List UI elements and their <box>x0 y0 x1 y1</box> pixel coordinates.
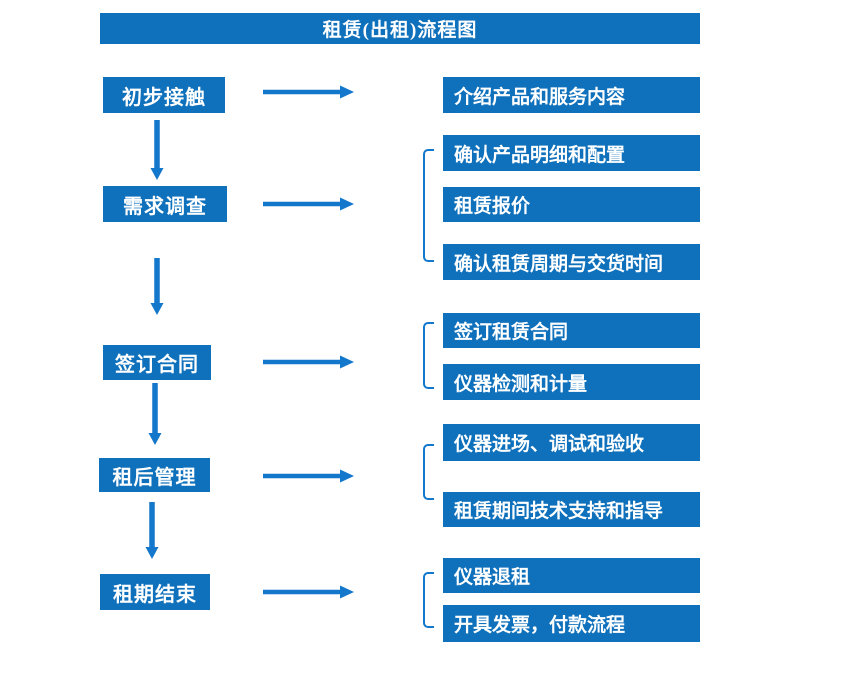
detail-label: 租赁报价 <box>454 196 531 217</box>
step-label: 需求调查 <box>123 195 207 218</box>
detail-box: 仪器检测和计量 <box>443 364 700 400</box>
flowchart-title-bar: 租赁(出租)流程图 <box>100 13 700 44</box>
right-arrow-2 <box>263 196 354 212</box>
detail-label: 租赁期间技术支持和指导 <box>454 501 664 522</box>
detail-box: 签订租赁合同 <box>443 313 700 348</box>
group-bracket-sign-contract <box>423 322 434 389</box>
step-label: 租期结束 <box>113 583 197 606</box>
flowchart-title-text: 租赁(出租)流程图 <box>322 20 478 41</box>
step-box-rental-end: 租期结束 <box>100 574 210 610</box>
step-box-initial-contact: 初步接触 <box>103 77 225 113</box>
group-bracket-post-rental <box>423 444 434 500</box>
detail-label: 开具发票，付款流程 <box>454 615 626 636</box>
detail-label: 介绍产品和服务内容 <box>454 86 626 108</box>
step-box-post-rental-management: 租后管理 <box>99 458 210 492</box>
down-arrow-2 <box>150 258 164 315</box>
detail-box: 开具发票，付款流程 <box>443 605 700 642</box>
step-label: 租后管理 <box>112 466 197 489</box>
detail-label: 仪器检测和计量 <box>454 373 588 395</box>
right-arrow-5 <box>263 584 354 600</box>
detail-box: 租赁报价 <box>443 187 700 222</box>
right-arrow-3 <box>263 354 354 370</box>
down-arrow-1 <box>150 120 164 180</box>
detail-box: 仪器进场、调试和验收 <box>443 424 700 461</box>
detail-label: 签订租赁合同 <box>454 322 569 343</box>
step-label: 签订合同 <box>115 354 199 376</box>
right-arrow-1 <box>263 84 354 100</box>
detail-box: 仪器退租 <box>443 558 700 593</box>
detail-label: 确认产品明细和配置 <box>454 144 626 166</box>
group-bracket-rental-end <box>423 572 434 628</box>
detail-box: 确认租赁周期与交货时间 <box>443 244 700 280</box>
detail-box: 确认产品明细和配置 <box>443 135 700 171</box>
down-arrow-4 <box>145 502 159 559</box>
detail-box: 介绍产品和服务内容 <box>443 77 700 113</box>
step-box-sign-contract: 签订合同 <box>103 345 211 380</box>
detail-box: 租赁期间技术支持和指导 <box>443 492 700 527</box>
detail-label: 确认租赁周期与交货时间 <box>454 253 664 275</box>
down-arrow-3 <box>148 383 162 445</box>
step-box-demand-survey: 需求调查 <box>103 186 227 222</box>
detail-label: 仪器进场、调试和验收 <box>454 434 645 455</box>
right-arrow-4 <box>263 468 354 484</box>
step-label: 初步接触 <box>122 86 206 109</box>
group-bracket-demand-survey <box>423 149 434 262</box>
detail-label: 仪器退租 <box>454 567 531 588</box>
